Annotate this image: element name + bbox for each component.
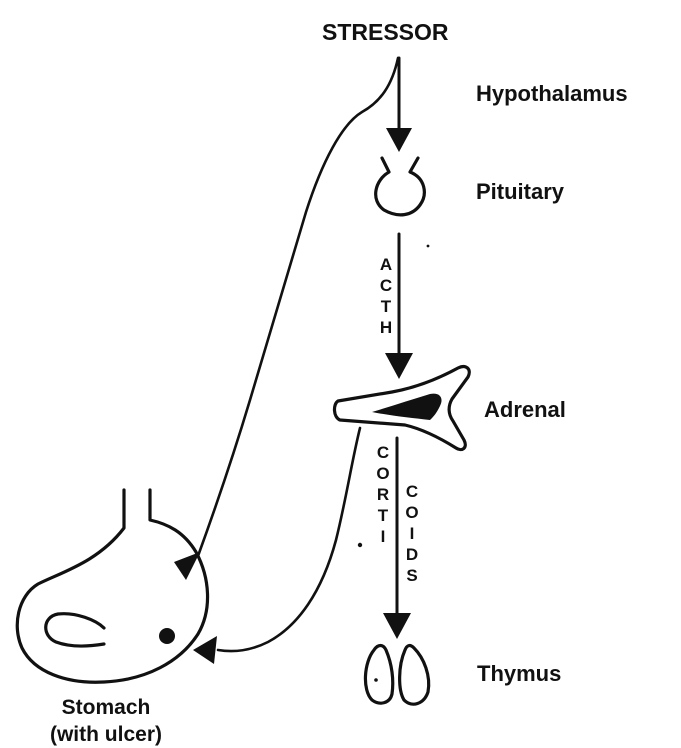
coids-letter: O — [405, 503, 418, 522]
stressor-to-stomach-arrow — [174, 58, 398, 580]
coids-letter: D — [406, 545, 418, 564]
stressor-label: STRESSOR — [322, 19, 449, 45]
stomach-sublabel: (with ulcer) — [50, 723, 162, 746]
ulcer-mark — [159, 628, 175, 644]
adrenal-to-stomach-arrow — [193, 428, 360, 664]
stomach — [17, 490, 207, 682]
stomach-label: Stomach — [62, 696, 151, 719]
acth-letter: T — [381, 297, 392, 316]
adrenal-gland — [334, 367, 469, 450]
corti-letter: R — [377, 485, 389, 504]
coids-letter: I — [410, 524, 415, 543]
pituitary-gland — [376, 158, 425, 215]
stressor-to-hypothalamus-arrow — [386, 58, 412, 152]
acth-letter: H — [380, 318, 392, 337]
pituitary-label: Pituitary — [476, 179, 565, 204]
corti-letter: T — [378, 506, 389, 525]
coids-letter: S — [406, 566, 417, 585]
corti-letter: O — [376, 464, 389, 483]
thymus-label: Thymus — [477, 661, 561, 686]
hypothalamus-label: Hypothalamus — [476, 81, 628, 106]
adrenal-label: Adrenal — [484, 397, 566, 422]
thymus-gland — [365, 646, 428, 705]
acth-letter: C — [380, 276, 392, 295]
corti-letter: C — [377, 443, 389, 462]
acth-letter: A — [380, 255, 392, 274]
corti-letter: I — [381, 527, 386, 546]
coids-letter: C — [406, 482, 418, 501]
